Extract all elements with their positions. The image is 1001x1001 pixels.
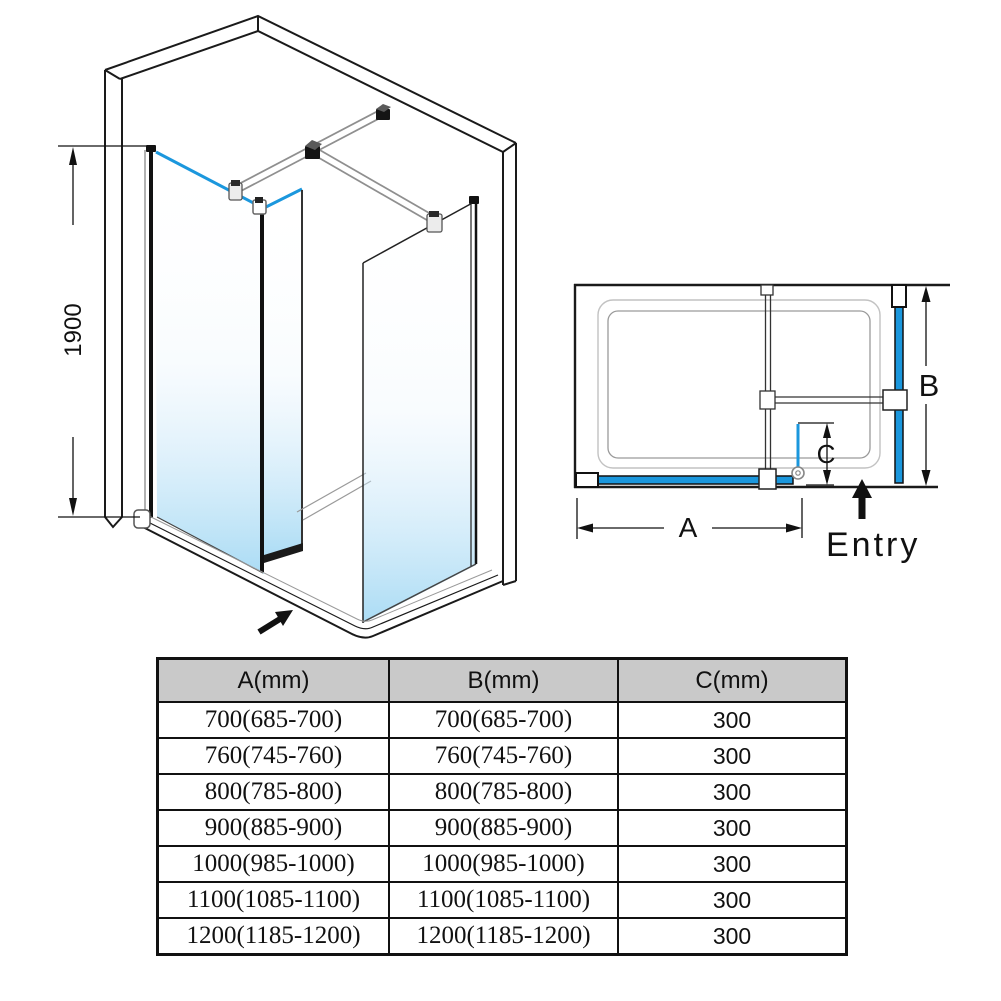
return-glass-panel	[252, 187, 303, 563]
cell-c: 300	[617, 737, 848, 775]
cell-b: 1000(985-1000)	[388, 845, 619, 883]
table-row: 760(745-760) 760(745-760) 300	[156, 737, 848, 775]
size-table-body: 700(685-700) 700(685-700) 300 760(745-76…	[156, 701, 848, 956]
cell-a: 900(885-900)	[156, 809, 390, 847]
entry-direction-arrow	[257, 610, 293, 635]
cell-a: 760(745-760)	[156, 737, 390, 775]
header-row: A(mm) B(mm) C(mm)	[156, 657, 848, 703]
cell-c: 300	[617, 881, 848, 919]
col-header-b: B(mm)	[388, 657, 619, 703]
plan-glass-a	[575, 468, 794, 490]
cell-c: 300	[617, 773, 848, 811]
cell-a: 700(685-700)	[156, 701, 390, 739]
plan-glass-b	[882, 284, 908, 484]
cell-b: 760(745-760)	[388, 737, 619, 775]
height-dimension: 1900	[58, 145, 150, 518]
cell-a: 1200(1185-1200)	[156, 917, 390, 956]
cell-b: 900(885-900)	[388, 809, 619, 847]
plan-tray-rim	[597, 299, 881, 469]
col-header-c: C(mm)	[617, 657, 848, 703]
side-glass-panel	[362, 196, 479, 623]
dimension-b-label: B	[919, 368, 940, 403]
cell-c: 300	[617, 845, 848, 883]
table-row: 1100(1085-1100) 1100(1085-1100) 300	[156, 881, 848, 919]
glass-top-edge	[155, 150, 264, 210]
table-row: 700(685-700) 700(685-700) 300	[156, 701, 848, 739]
size-table-header: A(mm) B(mm) C(mm)	[156, 657, 848, 703]
bar-fittings	[228, 104, 443, 233]
plan-glass-c	[791, 424, 805, 480]
dimension-b: B	[919, 286, 940, 486]
size-table: A(mm) B(mm) C(mm) 700(685-700) 700(685-7…	[156, 657, 848, 956]
table-row: 1200(1185-1200) 1200(1185-1200) 300	[156, 917, 848, 956]
col-header-a: A(mm)	[156, 657, 390, 703]
glass-top-edge	[263, 187, 303, 210]
cell-a: 1000(985-1000)	[156, 845, 390, 883]
dimension-a-label: A	[679, 512, 698, 543]
plan-support-bar	[759, 390, 886, 410]
cell-c: 300	[617, 701, 848, 739]
dimension-a: A	[576, 498, 803, 543]
cell-b: 1100(1085-1100)	[388, 881, 619, 919]
plan-entry: Entry	[826, 479, 920, 564]
cell-a: 1100(1085-1100)	[156, 881, 390, 919]
tray-back-rim-lines	[296, 472, 372, 521]
cell-b: 800(785-800)	[388, 773, 619, 811]
cell-c: 300	[617, 917, 848, 956]
table-row: 1000(985-1000) 1000(985-1000) 300	[156, 845, 848, 883]
plan-view: A B C Entry	[573, 283, 950, 564]
height-dimension-label: 1900	[60, 303, 87, 356]
plan-support-post	[760, 284, 774, 471]
cell-b: 700(685-700)	[388, 701, 619, 739]
table-row: 900(885-900) 900(885-900) 300	[156, 809, 848, 847]
dimension-c: C	[798, 422, 836, 486]
isometric-view: 1900	[58, 14, 517, 639]
dimension-c-label: C	[817, 439, 836, 469]
shower-tray	[133, 509, 504, 639]
entry-label: Entry	[826, 526, 920, 564]
front-glass-panel	[144, 145, 264, 574]
cell-c: 300	[617, 809, 848, 847]
table-row: 800(785-800) 800(785-800) 300	[156, 773, 848, 811]
wall-outline	[104, 14, 517, 586]
cell-a: 800(785-800)	[156, 773, 390, 811]
cell-b: 1200(1185-1200)	[388, 917, 619, 956]
